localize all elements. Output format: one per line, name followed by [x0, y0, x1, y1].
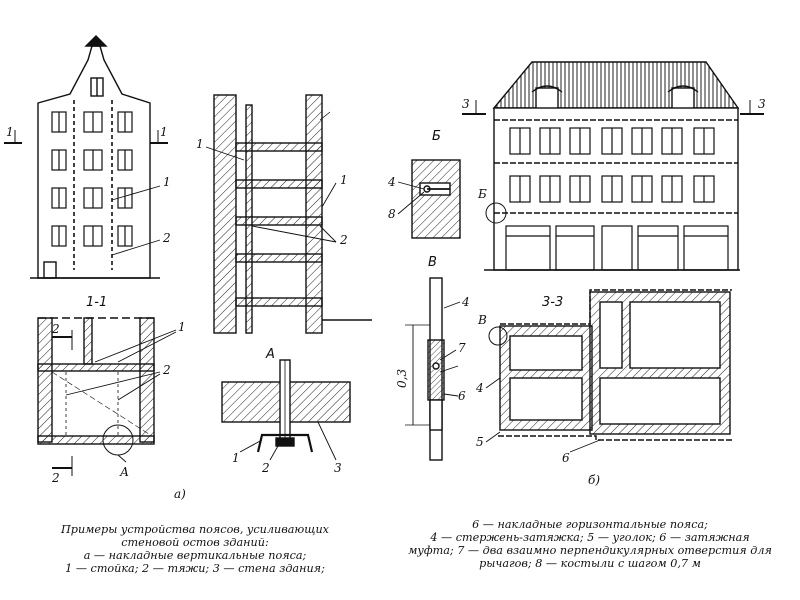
label-4-detail-b: 4 [387, 175, 396, 189]
detail-title-a: А [265, 347, 275, 362]
section-mark-2-top: 2 [51, 322, 60, 336]
section-2-2 [205, 94, 372, 334]
label-b-facade: Б [477, 187, 487, 201]
caption-left-line-1: Примеры устройства поясов, усиливающих [61, 523, 329, 536]
label-8-detail-b: 8 [388, 207, 396, 221]
detail-a [221, 359, 351, 461]
section-mark-2-bottom: 2 [51, 471, 60, 485]
dimension-0-3: 0,3 [395, 369, 409, 388]
caption-left-line-3: а — накладные вертикальные пояса; [83, 549, 307, 562]
label-1-section-right: 1 [340, 173, 348, 187]
label-4-detail-v: 4 [461, 295, 470, 309]
caption-right-line-1: 6 — накладные горизонтальные пояса; [472, 518, 708, 531]
caption-left-line-2: стеновой остов зданий: [121, 536, 269, 549]
detail-v [405, 277, 461, 461]
label-1-detail-a: 1 [232, 451, 240, 465]
label-2-section: 2 [339, 233, 348, 247]
section-mark-1-right: 1 [160, 125, 168, 139]
label-1-facade: 1 [163, 175, 171, 189]
section-title-3-3: 3-3 [542, 295, 563, 310]
plan-3-3 [485, 289, 732, 453]
caption-left: Примеры устройства поясов, усиливающих с… [20, 523, 370, 575]
label-5-plan: 5 [476, 435, 484, 449]
label-2-facade: 2 [162, 231, 171, 245]
mansard-building-facade [462, 61, 764, 271]
caption-left-line-4: 1 — стойка; 2 — тяжи; 3 — стена здания; [65, 562, 325, 575]
label-6-plan: 6 [562, 451, 570, 465]
section-title-1-1: 1-1 [86, 295, 107, 310]
figure-label-a: а) [174, 487, 186, 501]
figure-label-b: б) [588, 473, 600, 487]
caption-right-line-2: 4 — стержень-затяжка; 5 — уголок; 6 — за… [430, 531, 750, 544]
plan-1-1 [37, 317, 177, 476]
label-7-detail-v: 7 [458, 341, 466, 355]
section-mark-1-left: 1 [6, 125, 14, 139]
label-3-detail-a: 3 [334, 461, 342, 475]
label-2-detail-a: 2 [261, 461, 270, 475]
section-mark-3-right: 3 [758, 97, 766, 111]
section-mark-3-left: 3 [462, 97, 470, 111]
label-4-plan: 4 [475, 381, 484, 395]
detail-title-v: В [428, 255, 437, 270]
label-2-plan: 2 [162, 363, 171, 377]
caption-right-line-4: рычагов; 8 — костыли с шагом 0,7 м [479, 557, 701, 570]
caption-right: 6 — накладные горизонтальные пояса; 4 — … [400, 518, 780, 570]
label-1-section: 1 [196, 137, 204, 151]
detail-b [397, 159, 461, 239]
label-6-detail-v: 6 [458, 389, 466, 403]
label-v-plan: В [477, 313, 487, 327]
caption-right-line-3: муфта; 7 — два взаимно перпендикулярных … [408, 544, 772, 557]
gabled-building-facade [4, 35, 168, 279]
label-1-plan: 1 [178, 320, 186, 334]
label-a-plan: А [119, 465, 129, 479]
detail-title-b: Б [432, 129, 441, 144]
